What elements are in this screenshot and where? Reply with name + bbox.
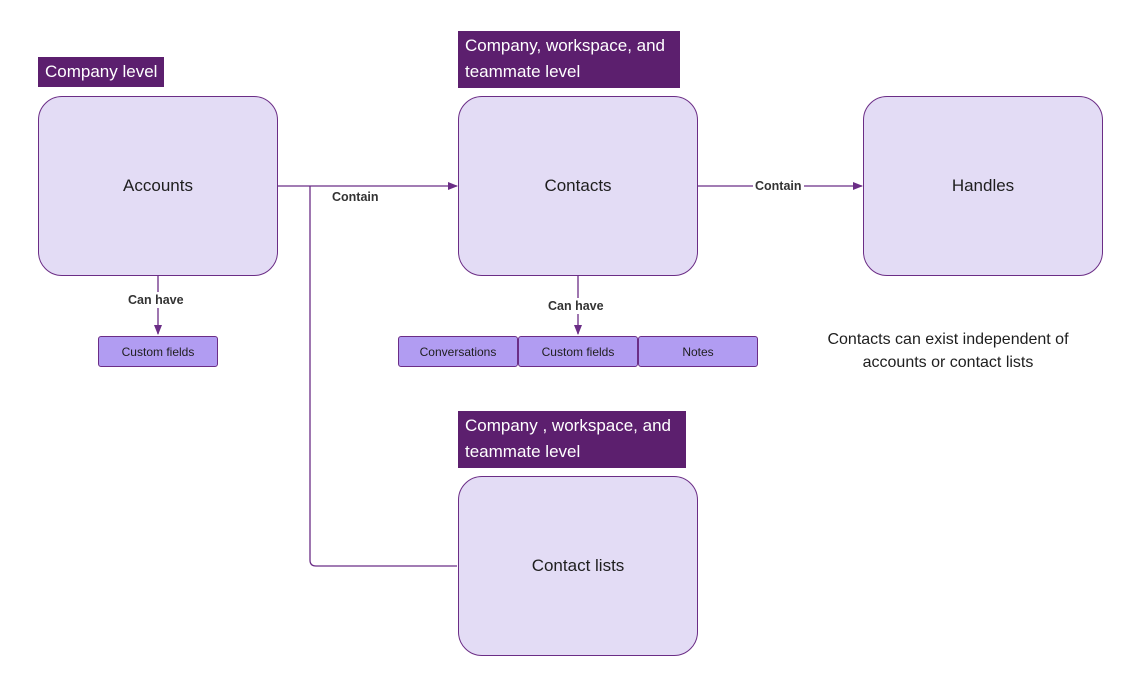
contacts-notes-pill: Notes [638, 336, 758, 367]
accounts-contain-label: Contain [330, 189, 381, 205]
independence-note-line2: accounts or contact lists [862, 354, 1034, 371]
contact-lists-box: Contact lists [458, 476, 698, 656]
contact-lists-label: Contact lists [531, 556, 625, 575]
independence-note: Contacts can exist independent of accoun… [818, 328, 1078, 374]
contacts-label: Contacts [544, 176, 612, 195]
contact-lists-level-tag-line1: Company , workspace, and [465, 416, 671, 435]
accounts-can-have-label: Can have [126, 292, 186, 308]
contact-lists-level-tag-line2: teammate level [465, 442, 581, 461]
contacts-level-tag: Company, workspace, and teammate level [458, 31, 680, 88]
accounts-level-tag: Company level [38, 57, 165, 87]
edge-accounts-contact-lists [309, 186, 457, 567]
accounts-label: Accounts [123, 176, 193, 195]
contacts-conversations-pill: Conversations [398, 336, 518, 367]
independence-note-line1: Contacts can exist independent of [827, 331, 1069, 348]
contact-lists-level-tag: Company , workspace, and teammate level [458, 411, 686, 468]
handles-box: Handles [863, 96, 1103, 276]
accounts-custom-fields-pill: Custom fields [98, 336, 218, 367]
accounts-box: Accounts [38, 96, 278, 276]
contacts-custom-fields-pill: Custom fields [518, 336, 638, 367]
contacts-box: Contacts [458, 96, 698, 276]
contacts-contain-label: Contain [753, 178, 804, 194]
contacts-level-tag-line2: teammate level [465, 62, 581, 81]
handles-label: Handles [951, 176, 1015, 195]
contacts-level-tag-line1: Company, workspace, and [465, 36, 666, 55]
contacts-can-have-label: Can have [546, 298, 606, 314]
